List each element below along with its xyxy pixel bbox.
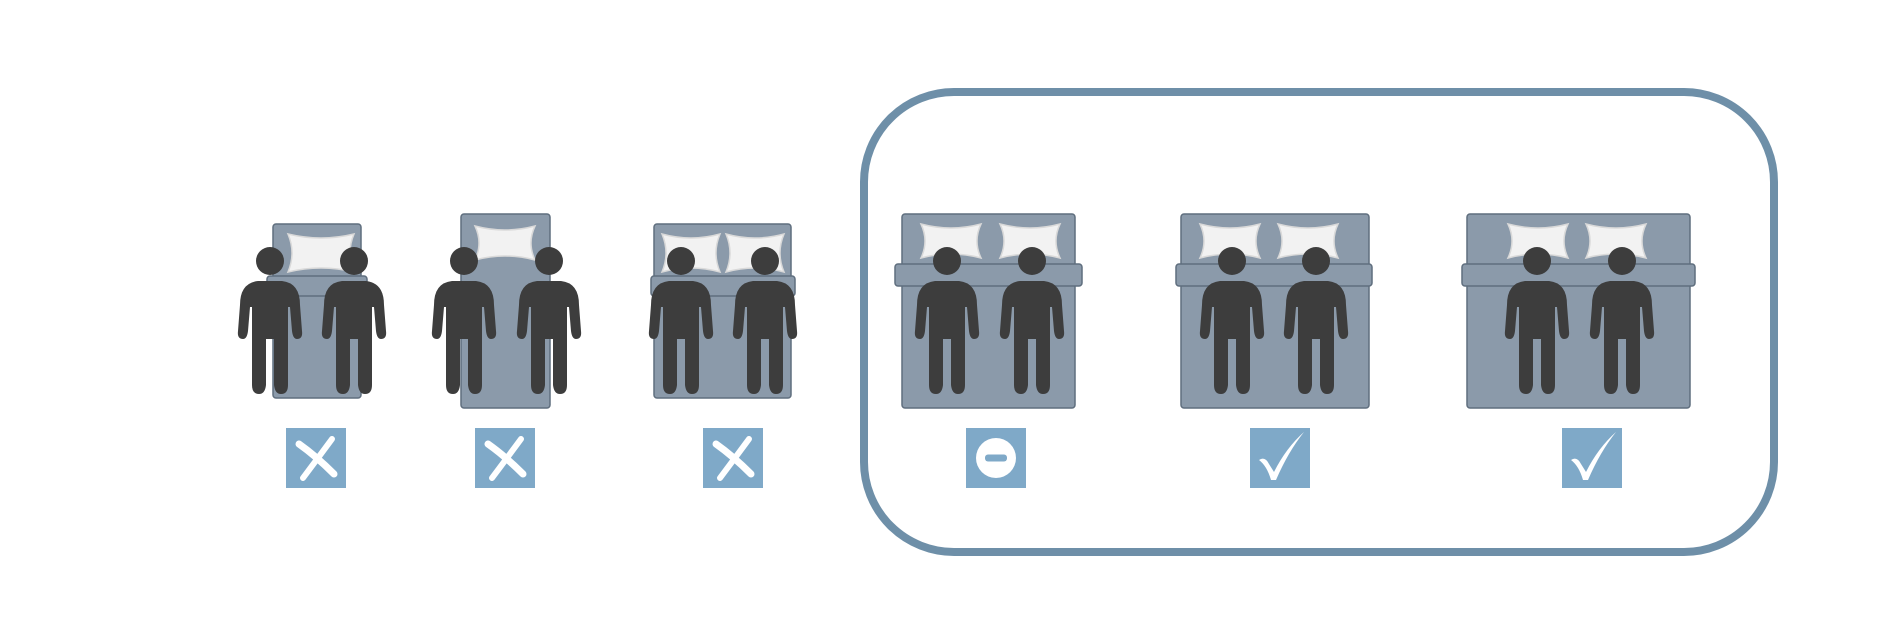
duvet-fold	[1175, 263, 1373, 287]
cross-icon	[712, 436, 755, 481]
check-icon	[1259, 432, 1304, 480]
cross-icon	[484, 436, 527, 481]
bed-group	[1175, 213, 1373, 409]
bed-group	[237, 223, 387, 399]
highlight-frame	[860, 88, 1778, 556]
rating-badge-no	[286, 428, 346, 488]
rating-badge-yes	[1562, 428, 1622, 488]
bed-group	[894, 213, 1083, 409]
duvet-fold	[894, 263, 1083, 287]
bed	[1466, 213, 1691, 409]
bed-group	[1461, 213, 1696, 409]
bed-group	[648, 223, 798, 399]
pillow	[1506, 222, 1570, 260]
pillow	[919, 222, 983, 260]
beds	[237, 213, 1696, 409]
minus-circle-icon	[976, 438, 1016, 478]
check-icon	[1571, 432, 1616, 480]
rating-badges	[286, 428, 1622, 488]
pillow	[998, 222, 1062, 260]
rating-badge-box	[1250, 428, 1310, 488]
rating-badge-no	[475, 428, 535, 488]
pillow	[1584, 222, 1648, 260]
bed-group	[431, 213, 582, 409]
rating-badge-box	[1562, 428, 1622, 488]
rating-badge-no	[703, 428, 763, 488]
rating-badge-yes	[1250, 428, 1310, 488]
pillow	[473, 224, 537, 262]
pillow	[1198, 222, 1262, 260]
rating-badge-neutral	[966, 428, 1026, 488]
cross-icon	[295, 436, 338, 481]
duvet-fold	[1461, 263, 1696, 287]
